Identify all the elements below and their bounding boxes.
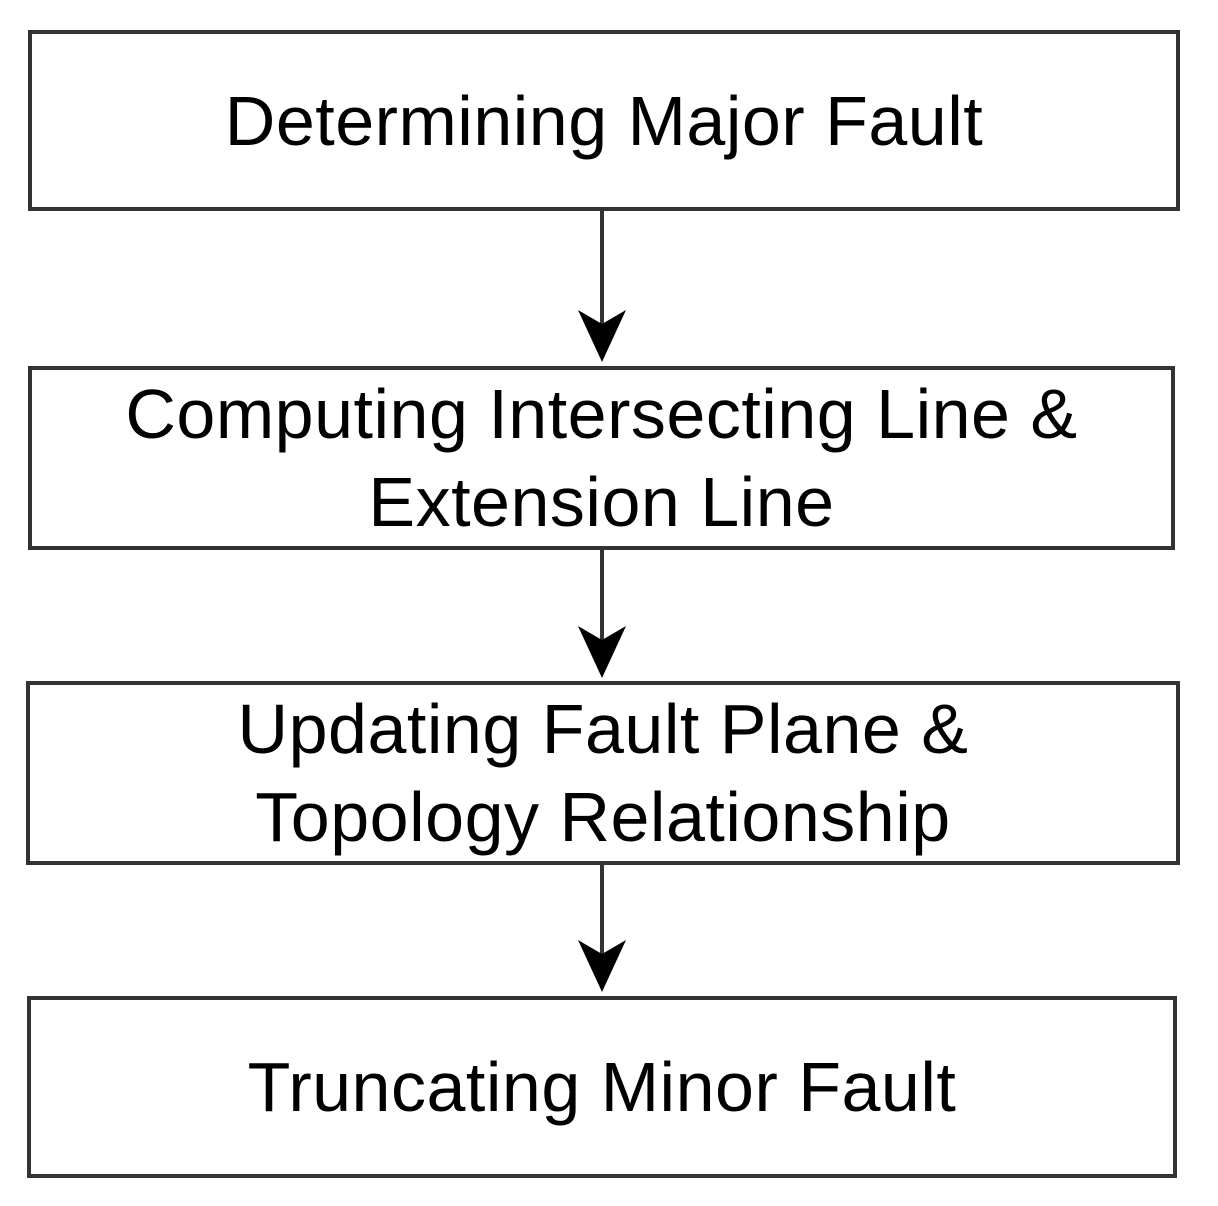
step-label: Updating Fault Plane & Topology Relation… bbox=[237, 690, 969, 856]
arrow-head-icon bbox=[578, 310, 626, 362]
step-label: Computing Intersecting Line & Extension … bbox=[125, 375, 1078, 541]
step-label: Determining Major Fault bbox=[224, 81, 984, 160]
step-determining-major-fault: Determining Major Fault bbox=[28, 30, 1180, 211]
arrow-step2-to-step3 bbox=[578, 550, 626, 678]
step-truncating-minor-fault: Truncating Minor Fault bbox=[27, 996, 1177, 1178]
arrow-head-icon bbox=[578, 940, 626, 992]
step-updating-fault-plane: Updating Fault Plane & Topology Relation… bbox=[26, 681, 1180, 865]
arrow-step1-to-step2 bbox=[578, 211, 626, 362]
arrow-step3-to-step4 bbox=[578, 865, 626, 992]
arrow-head-icon bbox=[578, 626, 626, 678]
step-label: Truncating Minor Fault bbox=[247, 1048, 957, 1126]
step-computing-intersecting-line: Computing Intersecting Line & Extension … bbox=[28, 366, 1175, 550]
